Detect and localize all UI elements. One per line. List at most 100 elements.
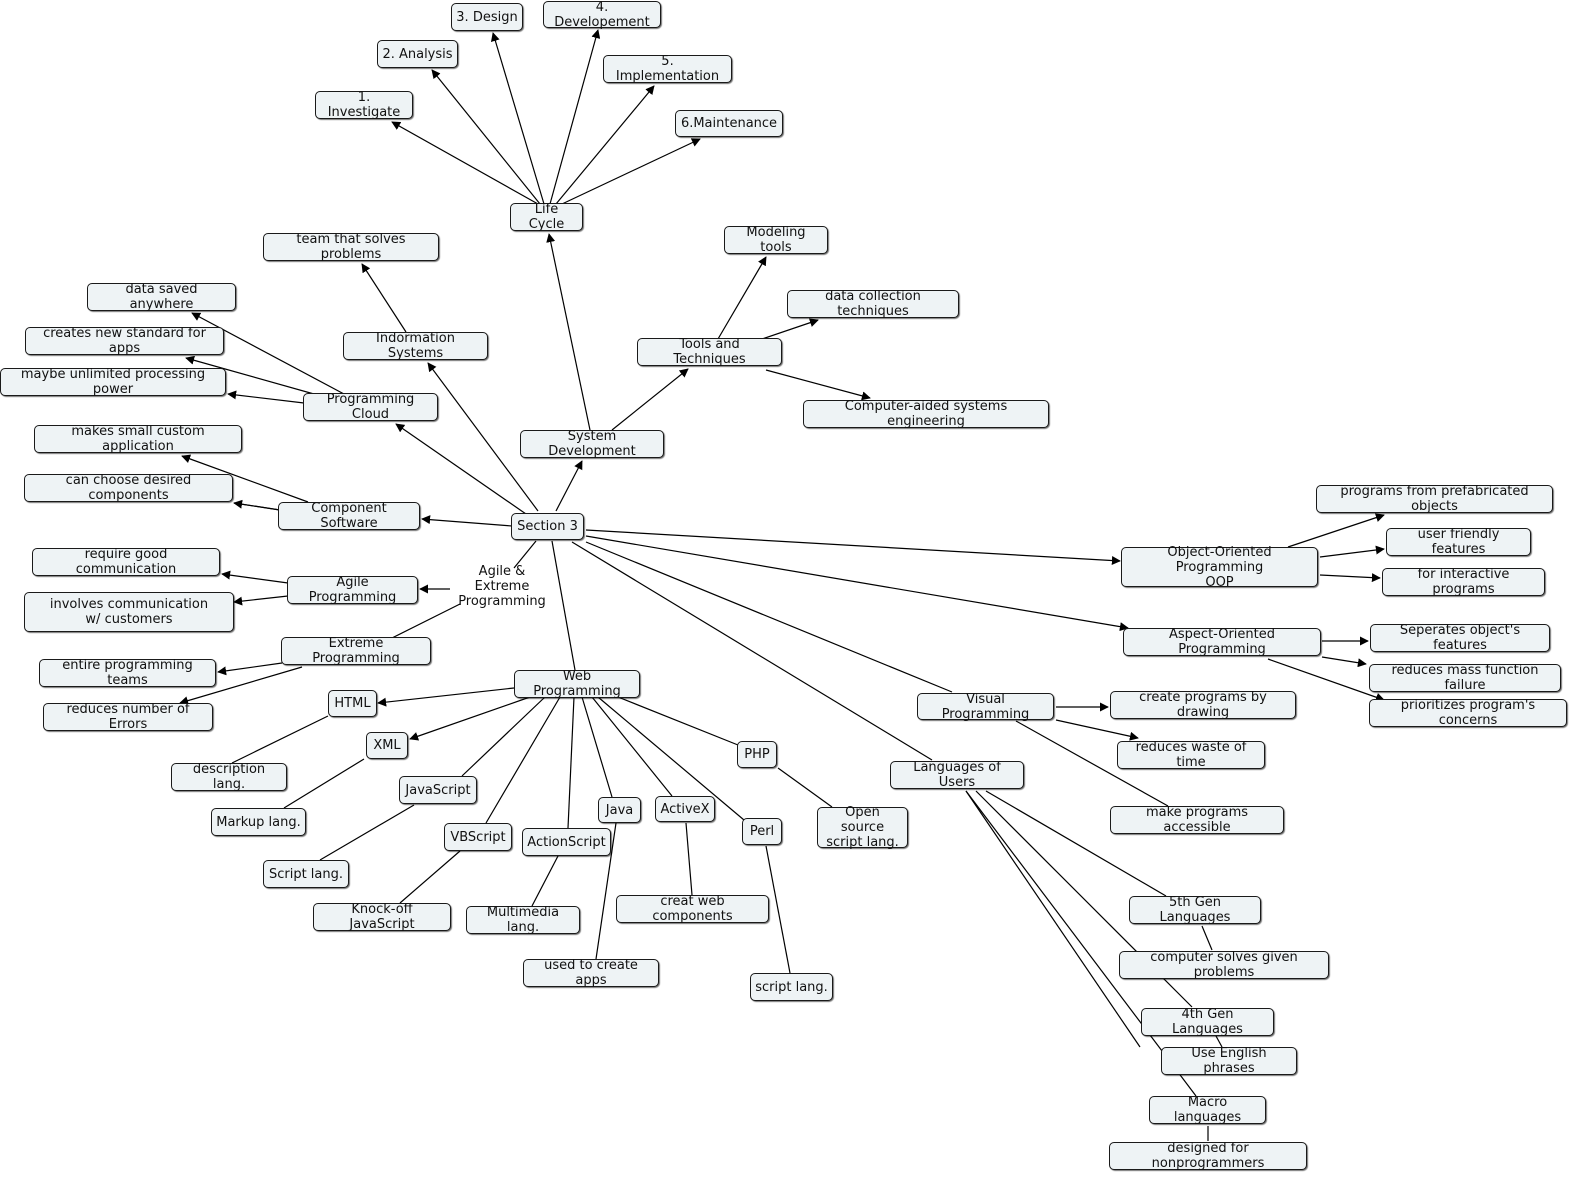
node-maintenance[interactable]: 6.Maintenance bbox=[675, 110, 783, 137]
node-extreme-programming[interactable]: Extreme Programming bbox=[281, 636, 431, 666]
link-vb-knockoff bbox=[399, 850, 461, 904]
node-languages-users[interactable]: Languages of Users bbox=[890, 760, 1024, 790]
node-script-lang-2[interactable]: script lang. bbox=[750, 973, 833, 1001]
node-programming-cloud[interactable]: Programming Cloud bbox=[303, 392, 438, 422]
node-aop[interactable]: Aspect-Oriented Programming bbox=[1123, 627, 1321, 657]
node-entire-teams[interactable]: entire programming teams bbox=[39, 658, 216, 688]
link-web-html bbox=[377, 687, 515, 707]
node-separates-features[interactable]: Seperates object's features bbox=[1370, 623, 1550, 653]
node-user-friendly[interactable]: user friendly features bbox=[1386, 527, 1531, 557]
node-accessible[interactable]: make programs accessible bbox=[1110, 805, 1284, 835]
node-info-systems[interactable]: Indormation Systems bbox=[343, 331, 488, 361]
node-agile-programming[interactable]: Agile Programming bbox=[287, 575, 418, 605]
node-tools-techniques[interactable]: Tools and Techniques bbox=[637, 337, 782, 367]
node-reduces-waste[interactable]: reduces waste of time bbox=[1117, 740, 1265, 770]
node-system-development[interactable]: System Development bbox=[520, 429, 664, 459]
node-knockoff-js[interactable]: Knock-off JavaScript bbox=[313, 902, 451, 932]
node-create-drawing[interactable]: create programs by drawing bbox=[1110, 690, 1296, 720]
link-section-infosys bbox=[427, 362, 539, 512]
node-new-standard[interactable]: creates new standard for apps bbox=[25, 326, 224, 356]
link-action-multimedia bbox=[531, 855, 559, 907]
node-interactive[interactable]: for interactive programs bbox=[1382, 567, 1545, 597]
node-description-lang[interactable]: description lang. bbox=[171, 762, 287, 792]
node-script-lang-1[interactable]: Script lang. bbox=[263, 860, 349, 888]
link-oop-interactive bbox=[1319, 573, 1381, 583]
node-oop[interactable]: Object-Oriented Programming OOP bbox=[1121, 545, 1318, 590]
node-choose-components[interactable]: can choose desired components bbox=[24, 473, 233, 503]
link-component-choose-head bbox=[233, 499, 281, 511]
node-component-software[interactable]: Component Software bbox=[278, 501, 420, 531]
node-php[interactable]: PHP bbox=[737, 741, 777, 768]
node-reduces-failure[interactable]: reduces mass function failure bbox=[1369, 663, 1561, 693]
link-web-actionscript bbox=[567, 696, 575, 829]
node-web-components[interactable]: creat web components bbox=[616, 894, 769, 924]
link-tools-datacollection bbox=[761, 318, 819, 340]
node-development[interactable]: 4. Developement bbox=[543, 0, 661, 30]
link-web-vbscript bbox=[485, 696, 561, 824]
link-web-php bbox=[617, 696, 739, 746]
node-web-programming[interactable]: Web Programming bbox=[514, 669, 640, 699]
link-cloud-power bbox=[227, 390, 305, 404]
node-section-3[interactable]: Section 3 bbox=[511, 513, 584, 540]
node-data-saved[interactable]: data saved anywhere bbox=[87, 282, 236, 312]
node-investigate[interactable]: 1. Investigate bbox=[315, 90, 413, 120]
node-xml[interactable]: XML bbox=[366, 732, 408, 759]
node-html[interactable]: HTML bbox=[328, 690, 377, 717]
link-life-maintenance bbox=[561, 138, 701, 205]
node-team-solves[interactable]: team that solves problems bbox=[263, 232, 439, 262]
node-unlimited-power[interactable]: maybe unlimited processing power bbox=[0, 367, 226, 397]
node-reduces-errors[interactable]: reduces number of Errors bbox=[43, 702, 213, 732]
link-section-cloud bbox=[395, 423, 527, 515]
node-create-apps[interactable]: used to create apps bbox=[523, 958, 659, 988]
link-lang-macro2 bbox=[965, 790, 1197, 1097]
node-nonprogrammers[interactable]: designed for nonprogrammers bbox=[1109, 1141, 1307, 1171]
link-php-opensource bbox=[777, 767, 833, 808]
node-life-cycle[interactable]: Life Cycle bbox=[510, 202, 583, 232]
node-markup-lang[interactable]: Markup lang. bbox=[211, 808, 306, 836]
node-fourth-gen[interactable]: 4th Gen Languages bbox=[1141, 1007, 1274, 1037]
node-computer-solves[interactable]: computer solves given problems bbox=[1119, 950, 1329, 980]
link-sysdev-lifecycle bbox=[546, 233, 591, 431]
link-perl-script bbox=[765, 845, 791, 974]
link-fourth-english bbox=[1215, 1035, 1223, 1048]
node-english-phrases[interactable]: Use English phrases bbox=[1161, 1046, 1297, 1076]
link-web-javascript bbox=[461, 696, 546, 777]
node-involves-communication[interactable]: involves communication w/ customers bbox=[24, 592, 234, 632]
node-activex[interactable]: ActiveX bbox=[655, 796, 715, 822]
link-life-development bbox=[549, 29, 601, 205]
node-java[interactable]: Java bbox=[598, 797, 641, 823]
node-modeling-tools[interactable]: Modeling tools bbox=[724, 225, 828, 255]
node-prioritizes[interactable]: prioritizes program's concerns bbox=[1369, 698, 1567, 728]
node-implementation[interactable]: 5. Implementation bbox=[603, 54, 732, 84]
node-require-communication[interactable]: require good communication bbox=[32, 547, 220, 577]
node-perl[interactable]: Perl bbox=[742, 818, 782, 845]
link-lang-fifth bbox=[985, 790, 1167, 897]
node-actionscript[interactable]: ActionScript bbox=[522, 828, 611, 856]
node-fifth-gen[interactable]: 5th Gen Languages bbox=[1129, 895, 1261, 925]
node-multimedia-lang[interactable]: Multimedia lang. bbox=[466, 905, 580, 935]
link-section-sysdev bbox=[555, 460, 583, 512]
link-life-design bbox=[491, 32, 545, 205]
node-small-custom[interactable]: makes small custom application bbox=[34, 424, 242, 454]
link-web-activex bbox=[591, 696, 673, 797]
link-extreme-errors bbox=[179, 666, 303, 706]
link-life-analysis bbox=[431, 69, 541, 205]
node-open-source[interactable]: Open source script lang. bbox=[817, 805, 908, 850]
node-prefab-objects[interactable]: programs from prefabricated objects bbox=[1316, 484, 1553, 514]
link-agile-require bbox=[221, 570, 289, 584]
node-design[interactable]: 3. Design bbox=[451, 3, 523, 31]
node-analysis[interactable]: 2. Analysis bbox=[377, 40, 458, 68]
link-section-visual bbox=[585, 541, 953, 693]
node-data-collection[interactable]: data collection techniques bbox=[787, 289, 959, 319]
link-cloud-datasaved bbox=[191, 312, 345, 395]
node-javascript[interactable]: JavaScript bbox=[399, 776, 477, 804]
node-visual-programming[interactable]: Visual Programming bbox=[917, 692, 1054, 722]
node-vbscript[interactable]: VBScript bbox=[444, 823, 512, 851]
node-case[interactable]: Computer-aided systems engineering bbox=[803, 399, 1049, 429]
link-section-web bbox=[551, 540, 576, 671]
link-web-xml bbox=[409, 696, 531, 741]
node-macro[interactable]: Macro languages bbox=[1149, 1095, 1266, 1125]
link-section-component bbox=[421, 515, 513, 527]
